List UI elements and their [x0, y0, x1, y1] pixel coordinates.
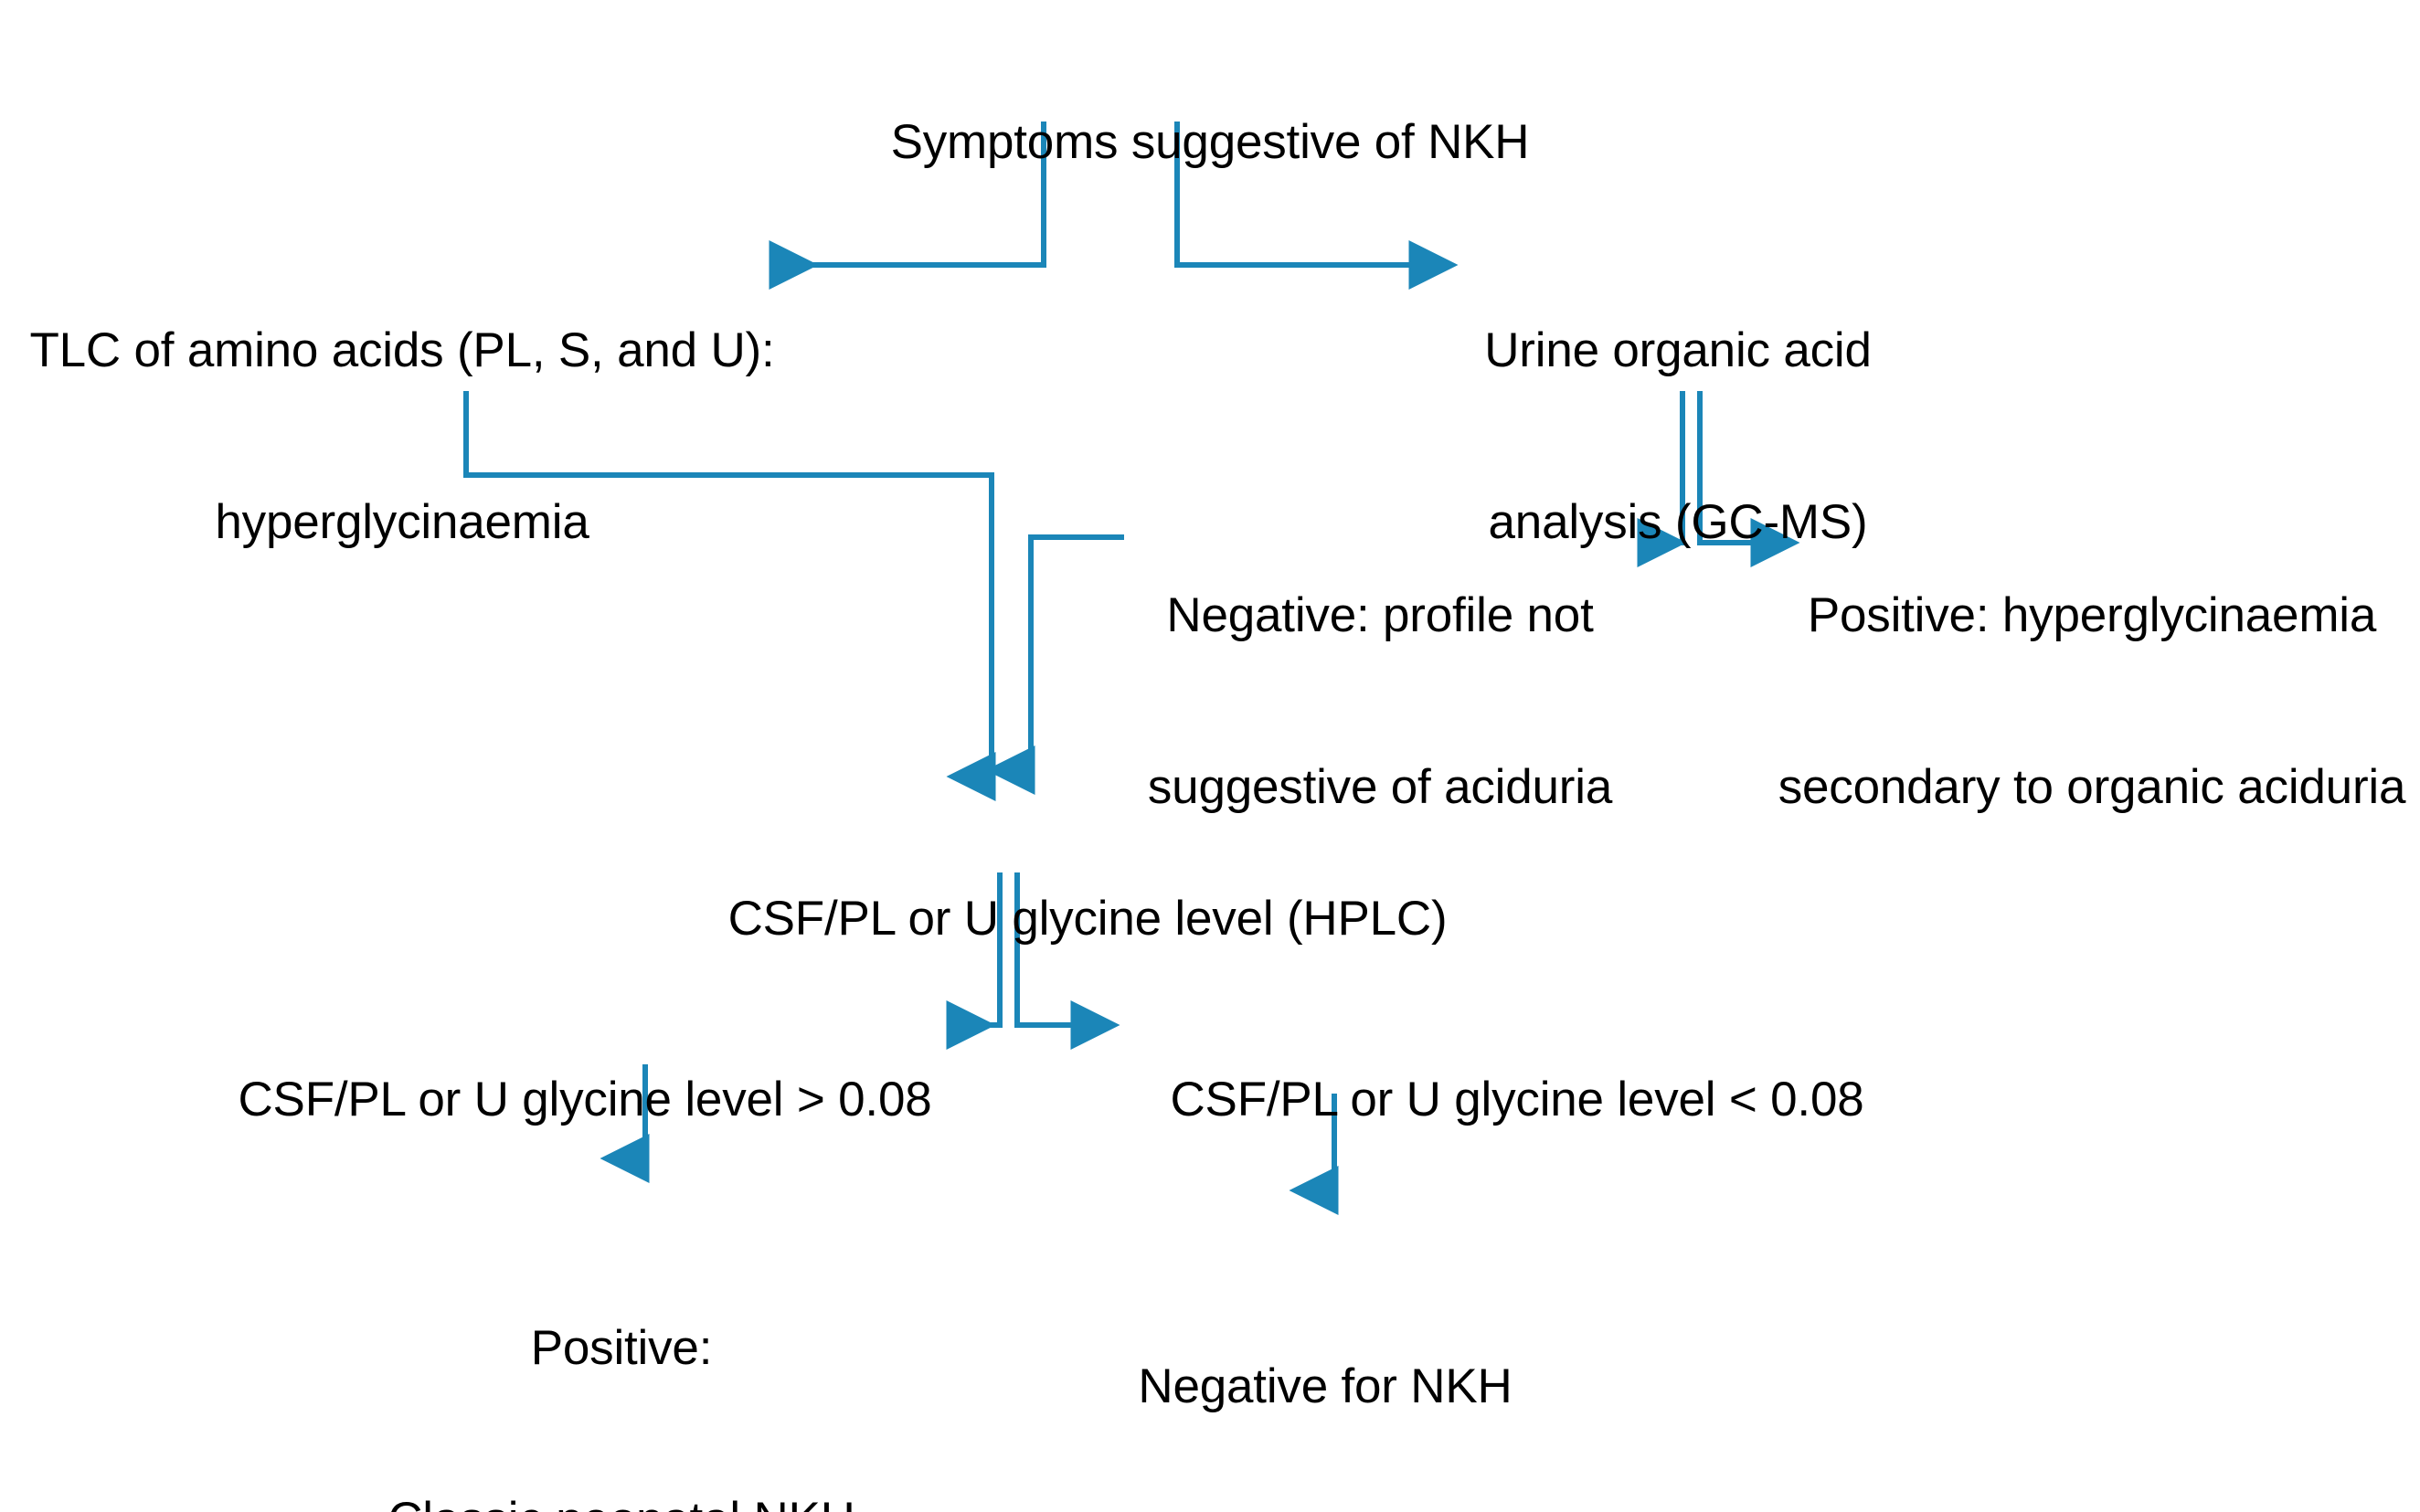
- positive-list-line-1: Positive:: [530, 1321, 713, 1376]
- node-glycine-level-greater: CSF/PL or U glycine level > 0.08: [174, 957, 996, 1243]
- negative-line-1: Negative: profile not: [1166, 588, 1594, 643]
- node-positive-nkh-types: Positive: Classic neonatal NKH Infantile…: [302, 1206, 941, 1512]
- node-urine-organic-acid: Urine organic acid analysis (GC-MS): [1449, 208, 1906, 665]
- csf-pl-label: CSF/PL or U glycine level (HPLC): [727, 892, 1448, 946]
- positive-oa-line-2: secondary to organic aciduria: [1778, 759, 2406, 814]
- positive-list-line-2: Classic neonatal NKH: [302, 1492, 941, 1512]
- node-csf-pl-glycine-hplc: CSF/PL or U glycine level (HPLC): [631, 777, 1544, 1063]
- glycine-lt-label: CSF/PL or U glycine level < 0.08: [1170, 1073, 1864, 1127]
- positive-oa-line-1: Positive: hyperglycinaemia: [1807, 588, 2377, 643]
- negative-result-line-1: Negative for NKH: [1138, 1359, 1512, 1414]
- node-negative-for-nkh: Negative for NKH or atypical variant: [1042, 1244, 1608, 1512]
- negative-line-2: suggestive of aciduria: [1147, 759, 1613, 814]
- node-glycine-level-less: CSF/PL or U glycine level < 0.08: [1106, 957, 1928, 1243]
- node-symptoms: Symptoms suggestive of NKH: [790, 0, 1630, 286]
- node-negative-profile: Negative: profile not suggestive of acid…: [1124, 473, 1636, 930]
- tlc-line-1: TLC of amino acids (PL, S, and U):: [29, 323, 775, 378]
- urine-line-1: Urine organic acid: [1484, 323, 1872, 378]
- urine-line-2: analysis (GC-MS): [1488, 494, 1868, 549]
- node-tlc-amino-acids: TLC of amino acids (PL, S, and U): hyper…: [0, 208, 804, 665]
- glycine-gt-label: CSF/PL or U glycine level > 0.08: [238, 1073, 932, 1127]
- tlc-line-2: hyperglycinaemia: [215, 494, 589, 549]
- node-positive-organic-aciduria: Positive: hyperglycinaemia secondary to …: [1764, 473, 2420, 930]
- symptoms-label: Symptoms suggestive of NKH: [890, 115, 1530, 170]
- edge-negative-to-csfpl: [985, 534, 1124, 795]
